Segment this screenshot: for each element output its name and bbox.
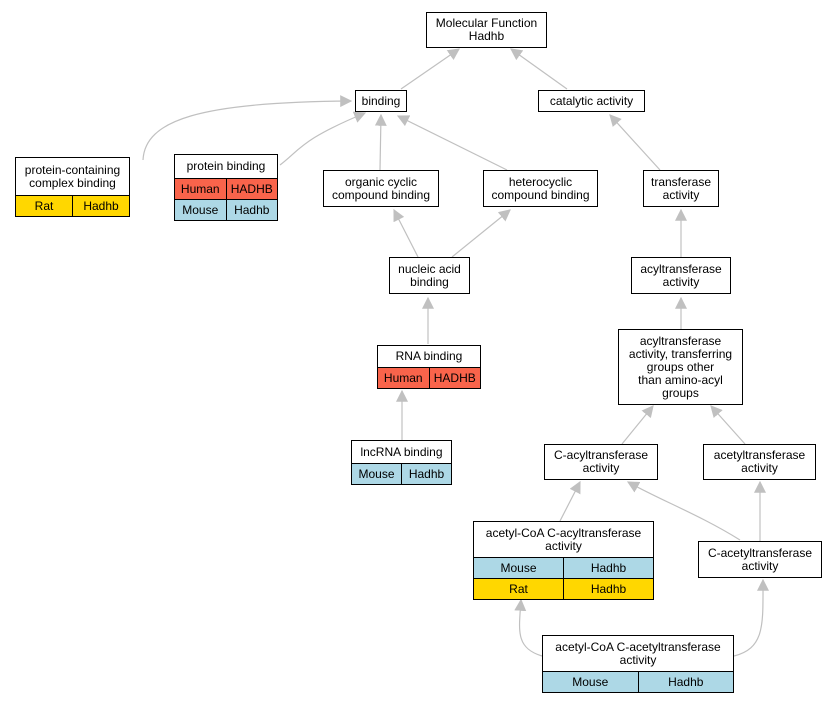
edge-acet-to-acylo bbox=[710, 405, 746, 445]
species-cell: Mouse bbox=[358, 466, 395, 481]
species-gene-row: Mouse Hadhb bbox=[352, 463, 451, 484]
node-acyltransferase-activity[interactable]: acyltransferase activity bbox=[631, 257, 731, 294]
node-c-acetyltransferase-activity[interactable]: C-acetyltransferase activity bbox=[698, 541, 822, 578]
node-binding[interactable]: binding bbox=[355, 90, 407, 112]
species-gene-row: Rat Hadhb bbox=[474, 578, 653, 599]
node-molecular-function[interactable]: Molecular Function Hadhb bbox=[426, 12, 547, 48]
gene-cell: Hadhb bbox=[637, 672, 734, 692]
node-heterocyclic-compound-binding[interactable]: heterocyclic compound binding bbox=[483, 170, 598, 207]
node-label: acetyl-CoA C-acetyltransferase activity bbox=[555, 639, 721, 667]
node-acyltransferase-other-than-amino-acyl[interactable]: acyltransferase activity, transferring g… bbox=[618, 329, 743, 405]
species-cell: Mouse bbox=[572, 674, 609, 689]
species-cell: Human bbox=[383, 370, 423, 385]
edge-nab-to-hcb bbox=[451, 209, 511, 258]
species-gene-row: Human HADHB bbox=[175, 178, 277, 199]
node-label: binding bbox=[361, 93, 401, 108]
node-label: acetyltransferase activity bbox=[713, 448, 806, 475]
node-label: transferase activity bbox=[650, 174, 712, 202]
node-label: acyltransferase activity bbox=[640, 261, 722, 289]
gene-cell: HADHB bbox=[428, 368, 481, 388]
edge-cacyl-to-acylo bbox=[621, 405, 654, 445]
edge-cacet-to-cacyl bbox=[626, 481, 741, 541]
node-acetyltransferase-activity[interactable]: acetyltransferase activity bbox=[703, 444, 816, 480]
node-label: protein-containing complex binding bbox=[24, 162, 121, 190]
node-catalytic-activity[interactable]: catalytic activity bbox=[538, 90, 645, 112]
node-label: catalytic activity bbox=[549, 93, 634, 108]
node-label: lncRNA binding bbox=[360, 444, 443, 459]
species-gene-row: Human HADHB bbox=[378, 367, 480, 388]
node-label: acetyl-CoA C-acyltransferase activity bbox=[485, 525, 642, 553]
node-label: Molecular Function Hadhb bbox=[435, 16, 538, 43]
edge-pb-to-binding bbox=[279, 111, 367, 166]
gene-cell: HADHB bbox=[225, 179, 278, 199]
gene-cell: Hadhb bbox=[563, 579, 653, 599]
node-organic-cyclic-compound-binding[interactable]: organic cyclic compound binding bbox=[323, 170, 439, 207]
species-cell: Mouse bbox=[182, 202, 219, 217]
species-gene-row: Mouse Hadhb bbox=[543, 671, 733, 692]
edge-trans-to-cat bbox=[609, 114, 661, 171]
node-label: protein binding bbox=[186, 159, 266, 173]
species-cell: Rat bbox=[34, 198, 54, 213]
species-cell: Mouse bbox=[500, 560, 537, 575]
gene-cell: Hadhb bbox=[72, 196, 129, 216]
node-label: C-acyltransferase activity bbox=[553, 448, 649, 475]
gene-cell: Hadhb bbox=[563, 558, 653, 578]
node-label: C-acetyltransferase activity bbox=[707, 545, 813, 573]
species-gene-row: Rat Hadhb bbox=[16, 195, 129, 216]
node-transferase-activity[interactable]: transferase activity bbox=[643, 170, 719, 207]
edge-occb-to-binding bbox=[374, 113, 387, 171]
species-cell: Rat bbox=[509, 581, 528, 596]
node-label: nucleic acid binding bbox=[398, 261, 461, 289]
gene-cell: Hadhb bbox=[225, 200, 278, 220]
edge-pccb-to-binding bbox=[142, 95, 353, 161]
node-label: organic cyclic compound binding bbox=[331, 174, 431, 202]
edge-hcb-to-binding bbox=[396, 115, 508, 171]
node-label: RNA binding bbox=[395, 349, 463, 363]
node-c-acyltransferase-activity[interactable]: C-acyltransferase activity bbox=[544, 444, 658, 480]
edge-acoacet-to-cacet bbox=[733, 578, 770, 657]
edge-catalytic-to-mf bbox=[510, 48, 568, 90]
gene-cell: Hadhb bbox=[401, 464, 451, 484]
node-label: heterocyclic compound binding bbox=[491, 174, 590, 202]
edge-nab-to-occb bbox=[393, 208, 419, 258]
edge-binding-to-mf bbox=[400, 48, 460, 90]
node-nucleic-acid-binding[interactable]: nucleic acid binding bbox=[389, 257, 470, 294]
species-cell: Human bbox=[180, 181, 220, 196]
edge-acoacet-to-acoa bbox=[514, 598, 543, 657]
species-gene-row: Mouse Hadhb bbox=[474, 557, 653, 578]
node-label: acyltransferase activity, transferring g… bbox=[628, 333, 733, 400]
edge-acoa-to-cacyl bbox=[559, 480, 581, 522]
species-gene-row: Mouse Hadhb bbox=[175, 199, 277, 220]
